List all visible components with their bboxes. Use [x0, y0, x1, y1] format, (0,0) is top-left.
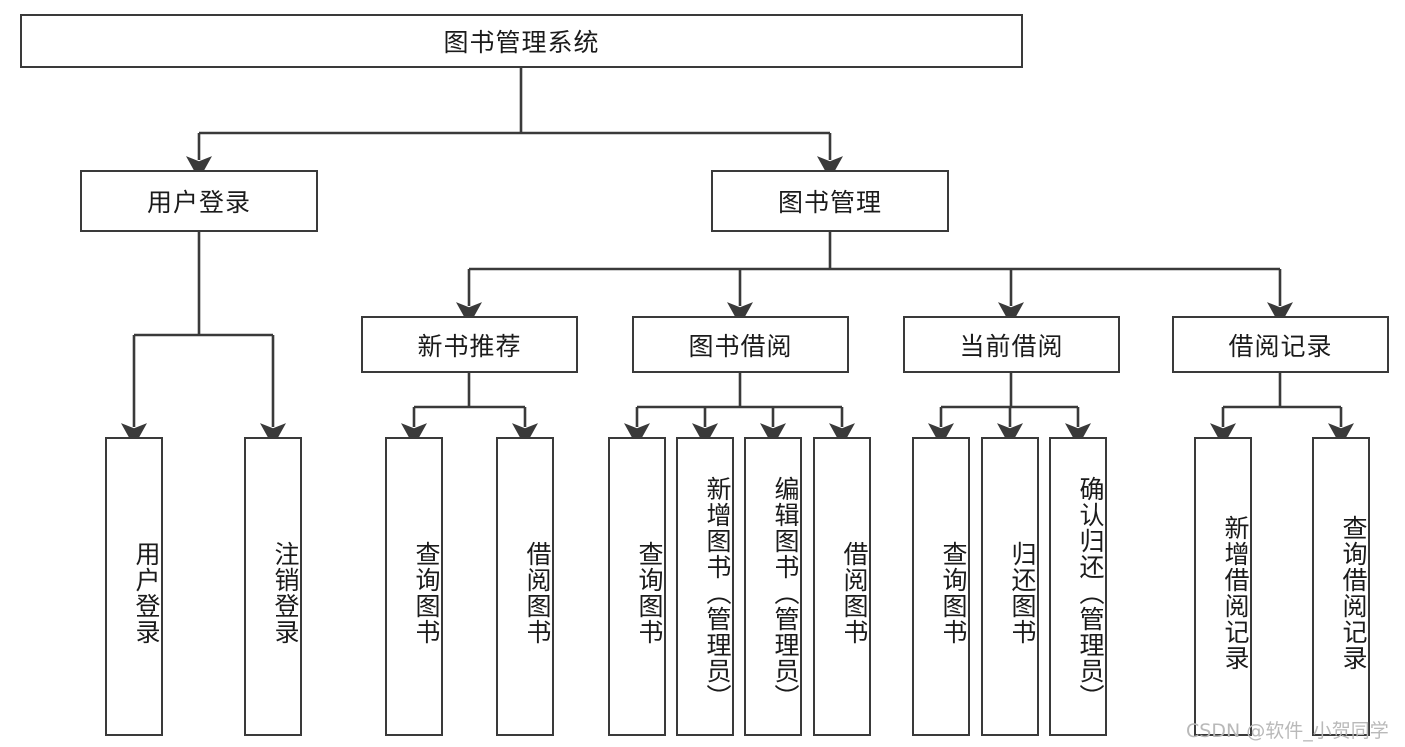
node-leaf-borrow-book-1-label: 借阅图书	[523, 540, 552, 645]
node-leaf-query-book-3-label: 查询图书	[939, 540, 968, 645]
node-book-manage[interactable]: 图书管理	[711, 170, 949, 232]
node-leaf-logout[interactable]: 注销登录	[244, 437, 302, 736]
node-leaf-query-book-1-label: 查询图书	[412, 540, 441, 645]
node-borrow-record[interactable]: 借阅记录	[1172, 316, 1389, 373]
node-leaf-return-book-label: 归还图书	[1008, 540, 1037, 645]
node-leaf-query-record-label: 查询借阅记录	[1339, 514, 1368, 671]
node-root-label: 图书管理系统	[443, 28, 600, 57]
node-leaf-query-book-2-label: 查询图书	[635, 540, 664, 645]
node-leaf-logout-label: 注销登录	[271, 540, 300, 645]
node-leaf-borrow-book-2[interactable]: 借阅图书	[813, 437, 871, 736]
node-user-login[interactable]: 用户登录	[80, 170, 318, 232]
node-leaf-user-login[interactable]: 用户登录	[105, 437, 163, 736]
node-leaf-confirm-return[interactable]: 确认归还（管理员）	[1049, 437, 1107, 736]
node-leaf-add-record[interactable]: 新增借阅记录	[1194, 437, 1252, 736]
node-leaf-confirm-return-label: 确认归还（管理员）	[1076, 475, 1105, 710]
node-borrow-record-label: 借阅记录	[1228, 331, 1333, 361]
node-leaf-add-record-label: 新增借阅记录	[1221, 514, 1250, 671]
node-leaf-query-record[interactable]: 查询借阅记录	[1312, 437, 1370, 736]
node-leaf-return-book[interactable]: 归还图书	[981, 437, 1039, 736]
csdn-watermark: CSDN @软件_小贺同学	[1186, 720, 1389, 742]
node-current-borrow[interactable]: 当前借阅	[903, 316, 1120, 373]
node-leaf-add-book[interactable]: 新增图书（管理员）	[676, 437, 734, 736]
node-leaf-borrow-book-2-label: 借阅图书	[840, 540, 869, 645]
node-leaf-borrow-book-1[interactable]: 借阅图书	[496, 437, 554, 736]
node-leaf-query-book-3[interactable]: 查询图书	[912, 437, 970, 736]
node-leaf-query-book-1[interactable]: 查询图书	[385, 437, 443, 736]
node-book-manage-label: 图书管理	[777, 188, 882, 217]
node-user-login-label: 用户登录	[146, 188, 251, 217]
node-leaf-edit-book-label: 编辑图书（管理员）	[771, 475, 800, 710]
node-leaf-edit-book[interactable]: 编辑图书（管理员）	[744, 437, 802, 736]
node-new-book-recommend-label: 新书推荐	[417, 331, 522, 361]
node-leaf-user-login-label: 用户登录	[132, 540, 161, 645]
node-book-borrow[interactable]: 图书借阅	[632, 316, 849, 373]
node-new-book-recommend[interactable]: 新书推荐	[361, 316, 578, 373]
node-leaf-add-book-label: 新增图书（管理员）	[703, 475, 732, 710]
node-book-borrow-label: 图书借阅	[688, 331, 793, 361]
node-root[interactable]: 图书管理系统	[20, 14, 1023, 68]
node-current-borrow-label: 当前借阅	[959, 331, 1064, 361]
node-leaf-query-book-2[interactable]: 查询图书	[608, 437, 666, 736]
